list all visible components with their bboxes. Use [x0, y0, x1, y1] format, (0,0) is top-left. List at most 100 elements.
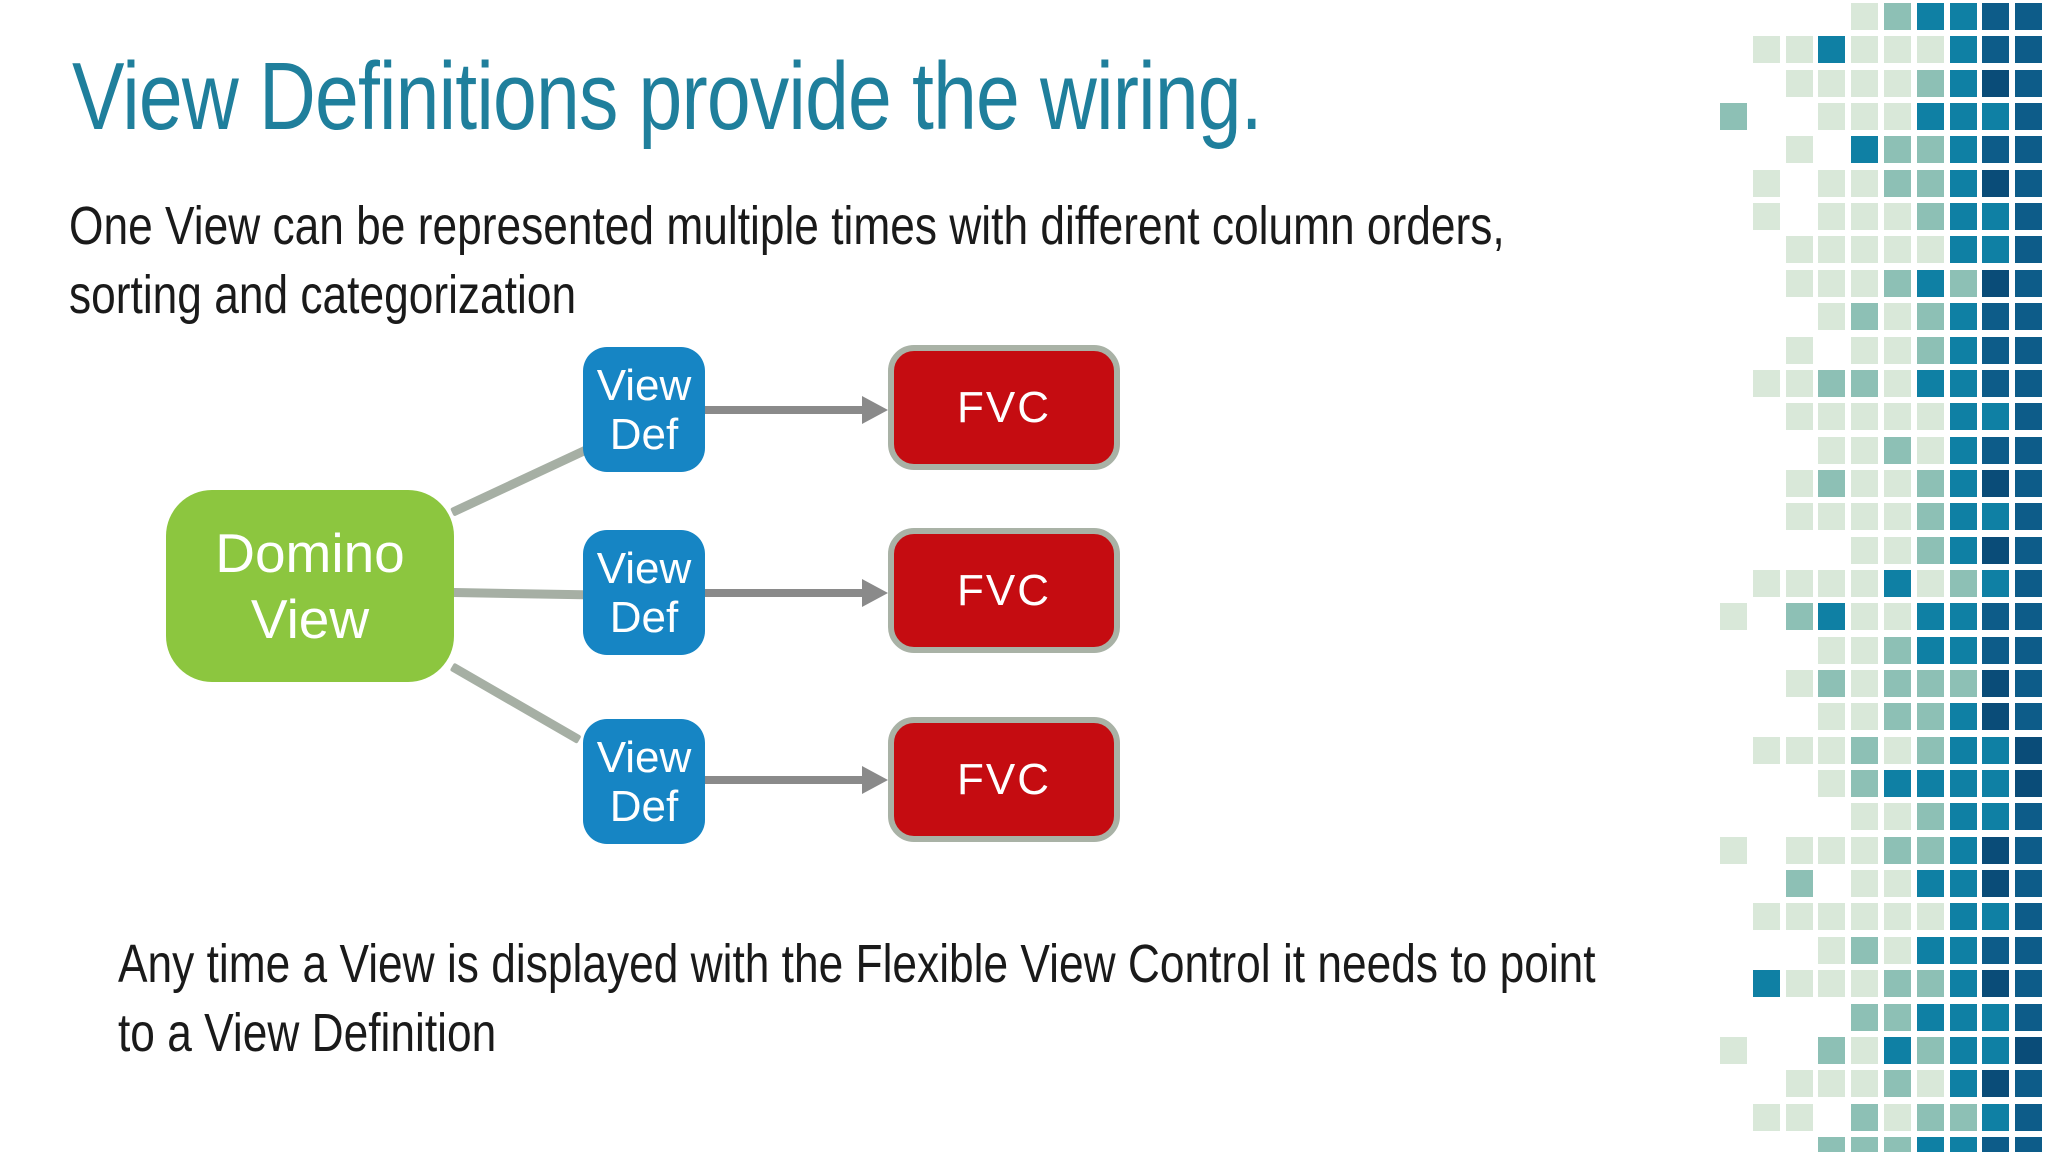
view-def-label-line-2: Def	[609, 409, 679, 459]
mosaic-square	[1884, 370, 1911, 397]
mosaic-square	[1851, 1004, 1878, 1031]
mosaic-square	[1950, 770, 1977, 797]
arrow-head-icon	[862, 579, 888, 607]
mosaic-square	[1851, 903, 1878, 930]
mosaic-square	[1818, 70, 1845, 97]
mosaic-square	[1786, 1104, 1813, 1131]
mosaic-square	[1917, 403, 1944, 430]
fvc-node-1: FVC	[888, 345, 1120, 470]
mosaic-square	[1851, 970, 1878, 997]
mosaic-square	[1884, 903, 1911, 930]
mosaic-square	[1950, 503, 1977, 530]
mosaic-square	[1982, 303, 2009, 330]
mosaic-square	[1917, 470, 1944, 497]
mosaic-square	[1884, 1070, 1911, 1097]
mosaic-square	[1982, 737, 2009, 764]
mosaic-square	[1950, 937, 1977, 964]
mosaic-square	[1851, 36, 1878, 63]
mosaic-square	[1884, 1137, 1911, 1152]
mosaic-square	[2015, 537, 2042, 564]
mosaic-square	[1851, 203, 1878, 230]
arrow-line-middle	[705, 589, 865, 597]
mosaic-square	[1950, 803, 1977, 830]
mosaic-square	[1818, 903, 1845, 930]
mosaic-square	[1982, 1137, 2009, 1152]
mosaic-square	[1917, 770, 1944, 797]
mosaic-square	[2015, 770, 2042, 797]
mosaic-square	[2015, 3, 2042, 30]
mosaic-square	[1753, 570, 1780, 597]
mosaic-square	[1982, 36, 2009, 63]
mosaic-square	[1786, 670, 1813, 697]
mosaic-square	[1818, 770, 1845, 797]
mosaic-square	[1851, 70, 1878, 97]
mosaic-square	[1982, 503, 2009, 530]
mosaic-square	[1917, 637, 1944, 664]
mosaic-square	[1950, 36, 1977, 63]
mosaic-square	[1982, 203, 2009, 230]
mosaic-square	[1884, 770, 1911, 797]
mosaic-square	[1851, 437, 1878, 464]
mosaic-square	[2015, 270, 2042, 297]
mosaic-square	[1786, 570, 1813, 597]
mosaic-square	[1982, 1104, 2009, 1131]
mosaic-square	[1950, 303, 1977, 330]
mosaic-square	[1818, 737, 1845, 764]
mosaic-square	[2015, 837, 2042, 864]
mosaic-square	[1786, 470, 1813, 497]
mosaic-square	[1851, 270, 1878, 297]
mosaic-square	[1753, 737, 1780, 764]
mosaic-square	[1917, 1004, 1944, 1031]
mosaic-square	[1982, 537, 2009, 564]
mosaic-square	[2015, 170, 2042, 197]
mosaic-square	[1917, 1137, 1944, 1152]
mosaic-square	[1818, 370, 1845, 397]
arrow-line-bottom	[705, 776, 865, 784]
view-def-node-2: View Def	[583, 530, 705, 655]
mosaic-square	[1818, 36, 1845, 63]
mosaic-square	[1884, 103, 1911, 130]
mosaic-square	[1917, 136, 1944, 163]
mosaic-square	[1786, 136, 1813, 163]
mosaic-square	[1917, 537, 1944, 564]
mosaic-square	[1818, 303, 1845, 330]
mosaic-square	[1917, 203, 1944, 230]
mosaic-square	[1950, 570, 1977, 597]
mosaic-square	[1982, 1004, 2009, 1031]
mosaic-square	[1818, 203, 1845, 230]
mosaic-square	[1982, 370, 2009, 397]
mosaic-square	[1818, 470, 1845, 497]
mosaic-square	[1917, 3, 1944, 30]
mosaic-square	[1982, 170, 2009, 197]
mosaic-square	[1982, 603, 2009, 630]
mosaic-square	[1950, 603, 1977, 630]
mosaic-square	[1818, 670, 1845, 697]
mosaic-square	[1917, 603, 1944, 630]
mosaic-square	[1982, 703, 2009, 730]
mosaic-square	[1950, 103, 1977, 130]
mosaic-square	[1950, 970, 1977, 997]
mosaic-square	[1786, 903, 1813, 930]
mosaic-square	[1917, 1070, 1944, 1097]
subtitle-line-1: One View can be represented multiple tim…	[69, 196, 1505, 256]
mosaic-square	[1917, 36, 1944, 63]
mosaic-square	[1851, 603, 1878, 630]
mosaic-square	[1982, 670, 2009, 697]
mosaic-square	[1982, 937, 2009, 964]
mosaic-square	[1851, 937, 1878, 964]
mosaic-square	[1851, 136, 1878, 163]
mosaic-square	[2015, 803, 2042, 830]
view-def-label-line-1: View	[596, 732, 692, 782]
mosaic-square	[1950, 437, 1977, 464]
mosaic-square	[1917, 803, 1944, 830]
mosaic-square	[1818, 270, 1845, 297]
mosaic-square	[1851, 770, 1878, 797]
mosaic-square	[2015, 1004, 2042, 1031]
mosaic-square	[1884, 1037, 1911, 1064]
mosaic-square	[1884, 570, 1911, 597]
mosaic-square	[1950, 170, 1977, 197]
mosaic-square	[1753, 903, 1780, 930]
mosaic-square	[1884, 670, 1911, 697]
mosaic-square	[1950, 737, 1977, 764]
